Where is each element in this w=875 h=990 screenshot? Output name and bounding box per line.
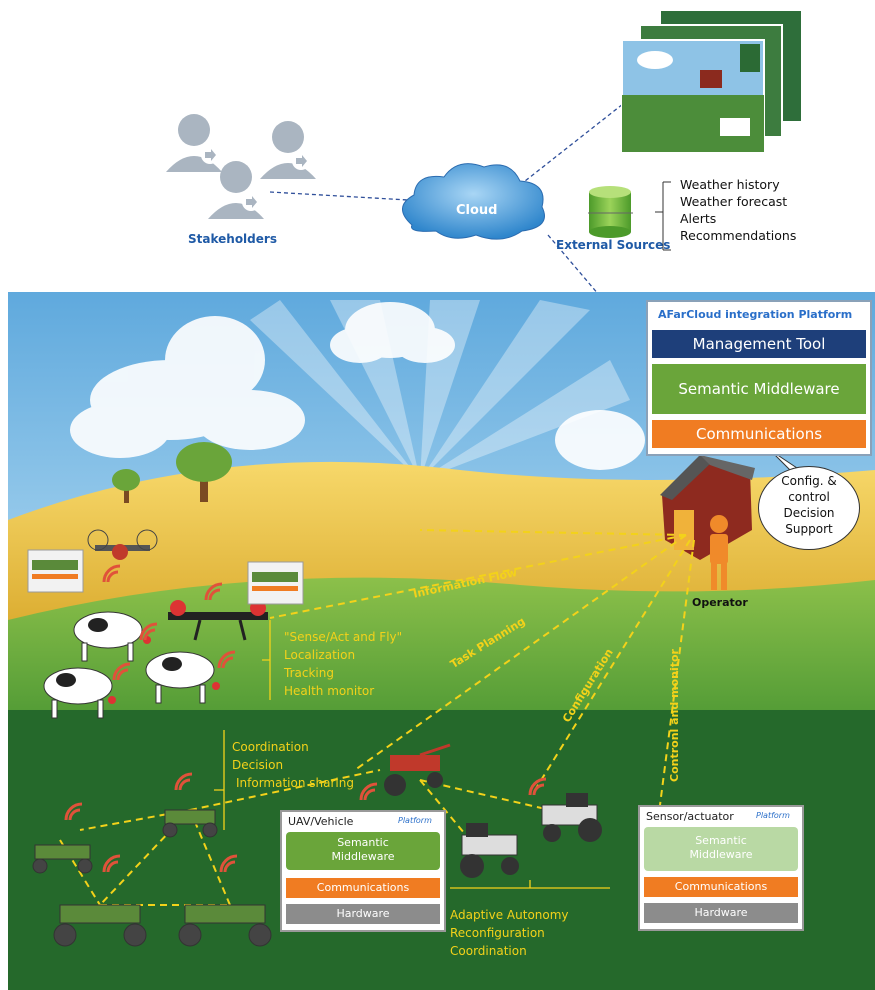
robot-vehicle-icon bbox=[178, 904, 272, 947]
tractor-icon bbox=[384, 743, 451, 796]
sensor-middleware-layer: Semantic Middleware bbox=[644, 827, 798, 871]
robot-vehicle-icon bbox=[32, 844, 93, 874]
sensor-hardware-layer: Hardware bbox=[644, 903, 798, 923]
list-item: Recommendations bbox=[680, 228, 797, 243]
uav-platform-tag: Platform bbox=[398, 816, 432, 825]
list-bracket bbox=[655, 181, 671, 251]
capability-item: Adaptive Autonomy bbox=[450, 908, 569, 922]
config-callout: Config. & control Decision Support bbox=[758, 466, 860, 550]
robot-vehicle-icon bbox=[53, 904, 147, 947]
callout-line: Decision bbox=[783, 506, 835, 520]
stakeholder-person-icon bbox=[260, 121, 316, 179]
tractor-capabilities: Adaptive Autonomy Reconfiguration Coordi… bbox=[450, 906, 569, 960]
uav-platform-title: UAV/Vehicle bbox=[288, 815, 354, 828]
sensor-platform-title: Sensor/actuator bbox=[646, 810, 734, 823]
cow-icon bbox=[145, 651, 220, 704]
list-item: Weather forecast bbox=[680, 194, 788, 209]
capability-brackets bbox=[214, 620, 610, 889]
operator-label: Operator bbox=[692, 596, 748, 609]
capability-item: Localization bbox=[284, 648, 356, 662]
integration-platform-panel: AFarCloud integration Platform Managemen… bbox=[646, 300, 872, 456]
uav-middleware-layer: Semantic Middleware bbox=[286, 832, 440, 870]
capability-item: Coordination bbox=[450, 944, 527, 958]
stakeholder-person-icon bbox=[166, 114, 222, 172]
tractor-icon bbox=[460, 823, 519, 878]
dashboard-thumbnails bbox=[621, 9, 803, 153]
management-tool-layer: Management Tool bbox=[652, 330, 866, 358]
sensor-communications-layer: Communications bbox=[644, 877, 798, 897]
control-monitor-label: Contronl and monitor bbox=[668, 649, 681, 782]
operator-person-icon bbox=[710, 515, 728, 590]
robot-vehicle-icon bbox=[162, 809, 218, 838]
capability-item: Reconfiguration bbox=[450, 926, 545, 940]
sensor-platform-panel: Sensor/actuator Platform Semantic Middle… bbox=[638, 805, 804, 931]
capability-item: Health monitor bbox=[284, 684, 375, 698]
callout-line: Support bbox=[785, 522, 833, 536]
capability-item: "Sense/Act and Fly" bbox=[284, 630, 403, 644]
communications-layer: Communications bbox=[652, 420, 866, 448]
stakeholders-label: Stakeholders bbox=[188, 232, 277, 246]
sky-cloud bbox=[70, 316, 305, 458]
uav-platform-panel: UAV/Vehicle Platform Semantic Middleware… bbox=[280, 810, 446, 932]
stakeholder-person-icon bbox=[208, 161, 264, 219]
list-item: Weather history bbox=[680, 177, 780, 192]
widget-panel bbox=[27, 549, 84, 593]
drone-icon bbox=[87, 529, 158, 560]
semantic-middleware-layer: Semantic Middleware bbox=[652, 364, 866, 414]
capability-item: Tracking bbox=[284, 666, 334, 680]
uav-hardware-layer: Hardware bbox=[286, 904, 440, 924]
cloud-label: Cloud bbox=[456, 203, 498, 218]
sky-cloud bbox=[330, 302, 455, 363]
tree-icon bbox=[176, 442, 232, 502]
uav-communications-layer: Communications bbox=[286, 878, 440, 898]
widget-panel bbox=[247, 561, 304, 605]
database-icon bbox=[589, 186, 631, 238]
signal-icon bbox=[64, 564, 547, 873]
capability-item: Coordination bbox=[232, 740, 309, 754]
cow-icon bbox=[43, 667, 116, 719]
capability-item: Information sharing bbox=[236, 776, 354, 790]
external-sources-label: External Sources bbox=[556, 238, 671, 252]
list-item: Alerts bbox=[680, 211, 717, 226]
tractor-icon bbox=[541, 793, 602, 842]
integration-platform-title: AFarCloud integration Platform bbox=[658, 308, 853, 321]
callout-line: Config. & bbox=[781, 474, 837, 488]
external-sources-list: Weather history Weather forecast Alerts … bbox=[680, 176, 796, 244]
robot-capabilities: Coordination Decision Information sharin… bbox=[232, 738, 354, 792]
tree-icon bbox=[112, 469, 140, 503]
callout-line: control bbox=[788, 490, 830, 504]
drone-capabilities: "Sense/Act and Fly" Localization Trackin… bbox=[284, 628, 402, 700]
capability-item: Decision bbox=[232, 758, 284, 772]
cloud-shape bbox=[402, 163, 545, 240]
sensor-platform-tag: Platform bbox=[756, 811, 790, 820]
sky-cloud bbox=[555, 410, 645, 470]
